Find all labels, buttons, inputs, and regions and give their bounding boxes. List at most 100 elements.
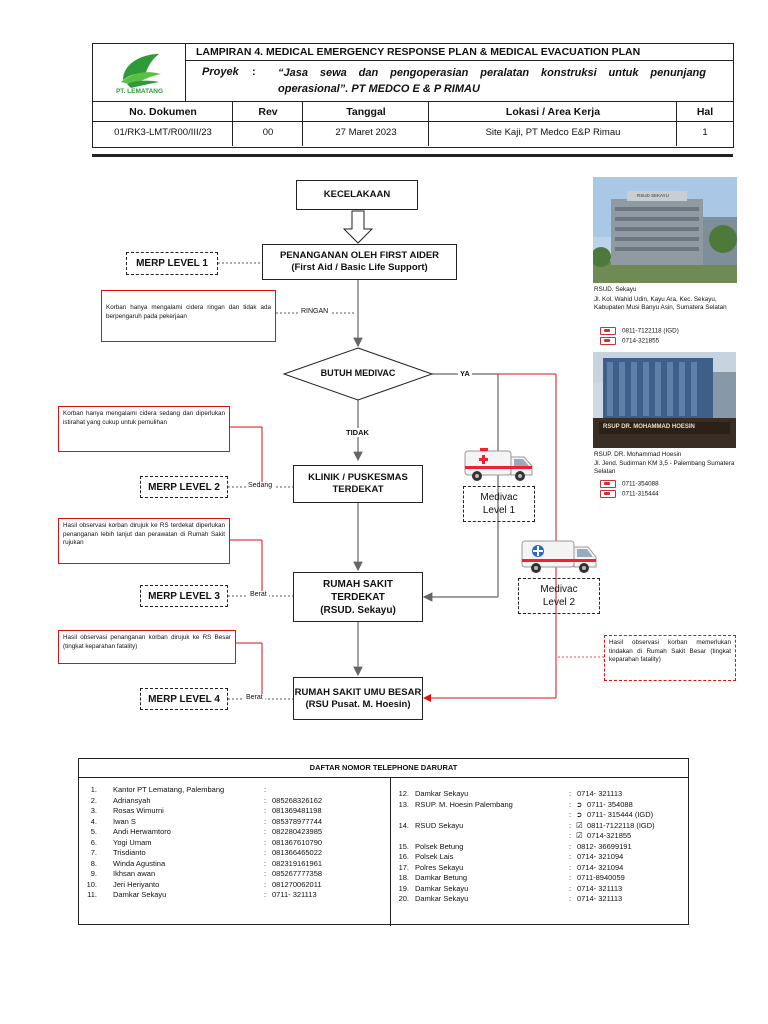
- butuh-medivac-label: BUTUH MEDIVAC: [320, 368, 396, 378]
- row-number: 20.: [398, 894, 409, 903]
- val-rev: 00: [233, 122, 303, 146]
- phone-number: 085267777358: [272, 869, 323, 878]
- row-number: 5.: [90, 827, 97, 836]
- row-number: 6.: [90, 837, 97, 847]
- rsud-tel-2: 0714-321855: [600, 337, 659, 346]
- row-colon: :: [569, 799, 572, 809]
- col-tanggal: Tanggal: [303, 102, 429, 122]
- contact-name: Damkar Sekayu: [415, 883, 469, 893]
- row-colon: :: [569, 883, 572, 893]
- phone-table-divider: [390, 777, 391, 926]
- sedang-note: Korban hanya mengalami cidera sedang dan…: [58, 406, 230, 452]
- klinik-box: KLINIK / PUSKESMAS TERDEKAT: [293, 465, 423, 503]
- rsud-address: Jl. Kol. Wahid Udin, Kayu Ara, Kec. Seka…: [594, 296, 727, 311]
- checkbox-icon: ☑: [576, 820, 583, 830]
- phone-row: 19.Damkar Sekayu:0714- 321113: [391, 884, 689, 894]
- phone-row: 12.Damkar Sekayu:0714- 321113: [391, 789, 689, 799]
- proyek-client: PT MEDCO E & P RIMAU: [351, 83, 480, 95]
- row-number: 4.: [90, 816, 97, 826]
- contact-name: Yogi Umam: [113, 837, 152, 847]
- phone-row: 11.Damkar Sekayu:0711- 321113: [79, 890, 389, 900]
- row-number: 18.: [398, 873, 409, 882]
- phone-number: 082280423985: [272, 827, 323, 836]
- rsup-tel-2: 0711-315444: [600, 490, 659, 499]
- row-number: 13.: [398, 799, 409, 809]
- merp-level-4: MERP LEVEL 4: [140, 688, 228, 710]
- phone-row: 17.Polres Sekayu:0714- 321094: [391, 863, 689, 873]
- contact-name: Polsek Betung: [415, 841, 464, 851]
- phone-number: 0714- 321113: [577, 789, 623, 798]
- berat-label-3: Berat: [248, 591, 269, 598]
- rsup-tel-1: 0711-354088: [600, 480, 659, 489]
- proyek-colon: :: [252, 66, 256, 78]
- rsup-sign: RSUP DR. MOHAMMAD HOESIN: [603, 424, 695, 430]
- contact-name: Damkar Sekayu: [415, 789, 469, 798]
- contact-name: Trisdianto: [113, 848, 146, 857]
- right-observation-note: Hasil observasi korban memerlukan tindak…: [604, 635, 736, 681]
- phone-number: 081270062011: [272, 879, 322, 889]
- phone-row: 18.Damkar Betung:0711-8940059: [391, 873, 689, 883]
- phone-row: 13.RSUP. M. Hoesin Palembang:➲0711- 3540…: [391, 800, 689, 810]
- row-colon: :: [569, 789, 572, 798]
- row-number: 16.: [398, 852, 409, 861]
- contact-name: Damkar Betung: [415, 873, 468, 882]
- phone-row: 14.RSUD Sekayu:☑0811-7122118 (IGD): [391, 821, 689, 831]
- logo-cell: PT. LEMATANG: [93, 44, 186, 102]
- rsud-name: RSUD. Sekayu: [594, 286, 637, 293]
- contact-name: Iwan S: [113, 816, 136, 826]
- document-header: PT. LEMATANG LAMPIRAN 4. MEDICAL EMERGEN…: [92, 43, 734, 148]
- phone-row: 1.Kantor PT Lematang, Palembang:: [79, 785, 389, 795]
- proyek-text: “Jasa sewa dan pengoperasian peralatan k…: [278, 65, 706, 97]
- row-colon: :: [264, 827, 267, 836]
- phone-number: 0714-321855: [587, 831, 632, 840]
- phone-number: 085378977744: [272, 816, 323, 826]
- phone-row: :➲0711- 315444 (IGD): [391, 810, 689, 820]
- val-lokasi: Site Kaji, PT Medco E&P Rimau: [429, 122, 677, 146]
- arrow-icon: ➲: [576, 810, 583, 819]
- row-colon: :: [569, 862, 572, 872]
- contact-name: Polsek Lais: [415, 852, 454, 861]
- row-colon: :: [264, 785, 267, 794]
- row-colon: :: [264, 858, 267, 868]
- phone-row: 7.Trisdianto:081366465022: [79, 848, 389, 858]
- merp-level-1: MERP LEVEL 1: [126, 252, 218, 275]
- berat-note-1: Hasil observasi korban dirujuk ke RS ter…: [58, 518, 230, 564]
- row-colon: :: [264, 816, 267, 826]
- contact-name: Damkar Sekayu: [415, 894, 469, 903]
- ringan-note: Korban hanya mengalami cidera ringan dan…: [101, 290, 276, 342]
- klinik-subtitle: TERDEKAT: [332, 484, 384, 495]
- row-colon: :: [264, 848, 267, 857]
- phone-row: 8.Winda Agustina:082319161961: [79, 859, 389, 869]
- proyek-description: “Jasa sewa dan pengoperasian peralatan k…: [278, 67, 706, 95]
- rs-terdekat-box: RUMAH SAKIT TERDEKAT (RSUD. Sekayu): [293, 572, 423, 622]
- val-no-dokumen: 01/RK3-LMT/R00/III/23: [93, 122, 233, 146]
- rsud-tel-1: 0811-7122118 (IGD): [600, 327, 679, 336]
- row-number: 11.: [87, 890, 97, 899]
- phone-number: 0711- 321113: [272, 890, 317, 899]
- phone-number: 081369481198: [272, 806, 322, 815]
- row-number: 10.: [86, 879, 97, 889]
- first-aider-subtitle: (First Aid / Basic Life Support): [291, 262, 428, 273]
- phone-row: 20.Damkar Sekayu:0714- 321113: [391, 894, 689, 904]
- row-number: 19.: [398, 883, 409, 893]
- ya-label: YA: [458, 369, 472, 378]
- row-number: 7.: [90, 848, 97, 857]
- phone-number: 0714- 321094: [577, 862, 624, 872]
- phone-row: 9.Ikhsan awan:085267777358: [79, 869, 389, 879]
- row-colon: :: [569, 831, 572, 840]
- contact-name: Andi Herwamtoro: [113, 827, 171, 836]
- phone-row: 15.Polsek Betung:0812- 36699191: [391, 842, 689, 852]
- rsud-sign: RSUD SEKAYU: [637, 193, 669, 198]
- phone-row: 2.Adriansyah:085268326162: [79, 796, 389, 806]
- phone-row: 6.Yogi Umam:081367610790: [79, 838, 389, 848]
- phone-icon: [600, 480, 616, 488]
- sedang-label: Sedang: [246, 482, 275, 489]
- company-logo: [121, 54, 161, 88]
- row-colon: :: [569, 852, 572, 861]
- phone-icon: [600, 490, 616, 498]
- phone-row: 5. Andi Herwamtoro:082280423985: [79, 827, 389, 837]
- row-number: 17.: [398, 862, 409, 872]
- row-colon: :: [264, 890, 267, 899]
- rsu-besar-box: RUMAH SAKIT UMU BESAR (RSU Pusat. M. Hoe…: [293, 677, 423, 720]
